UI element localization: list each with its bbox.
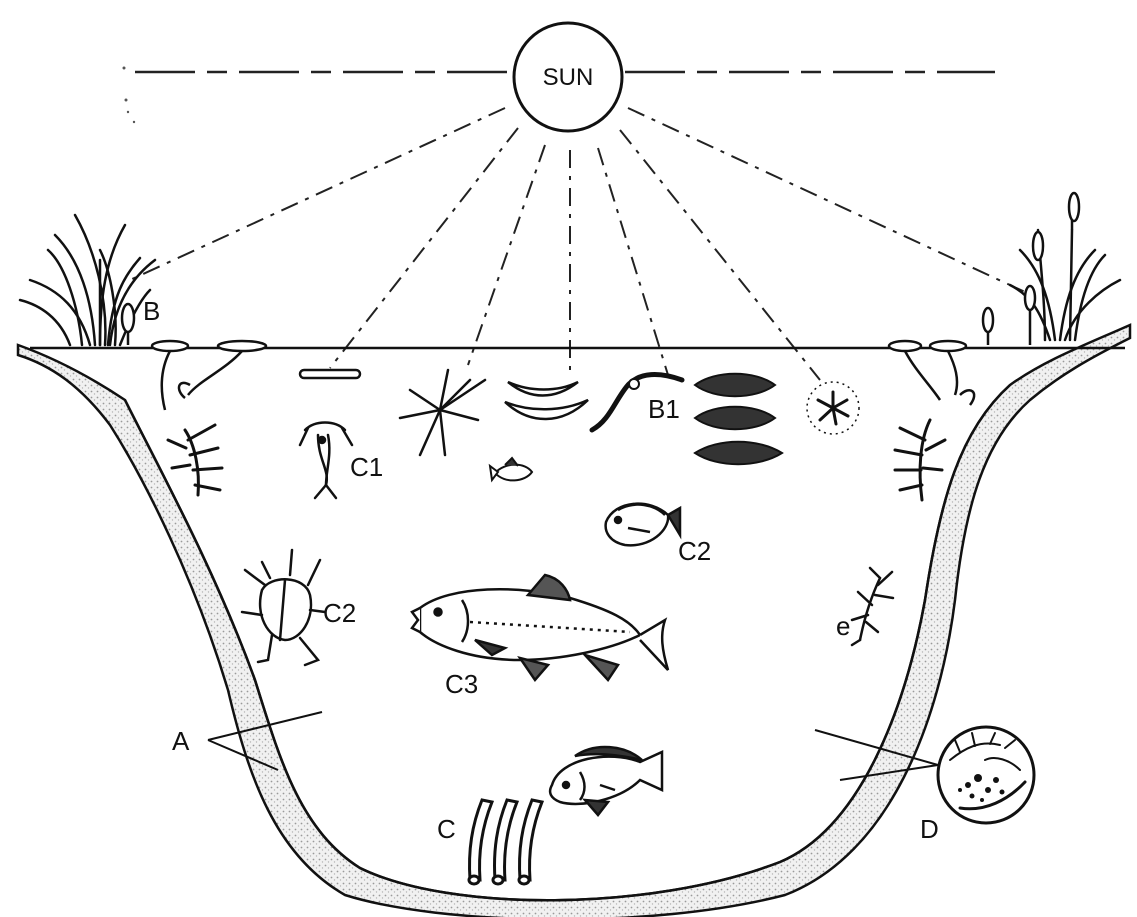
right-reeds — [1010, 230, 1120, 340]
sunfish-c2 — [606, 504, 680, 546]
right-submerged-plant — [895, 420, 945, 500]
label-c2-beetle: C2 — [323, 598, 356, 628]
filament-b1-bead — [629, 379, 639, 389]
label-b1: B1 — [648, 394, 680, 424]
label-c3: C3 — [445, 669, 478, 699]
left-submerged-plant — [168, 425, 222, 495]
spindle-diatoms — [695, 374, 782, 465]
copepod-c1 — [300, 423, 352, 499]
large-fish-c3 — [412, 575, 668, 680]
water-beetle-c2 — [242, 550, 325, 665]
label-d: D — [920, 814, 939, 844]
label-c: C — [437, 814, 456, 844]
corner-specks — [123, 67, 136, 124]
magnified-detritus-d — [938, 727, 1034, 823]
label-c1: C1 — [350, 452, 383, 482]
left-reeds — [20, 215, 155, 345]
algae-filament — [300, 370, 360, 378]
label-b: B — [143, 296, 160, 326]
bottom-larvae-c — [469, 800, 542, 884]
star-plankton — [400, 370, 485, 455]
small-fish — [490, 458, 532, 480]
label-c2-fish: C2 — [678, 536, 711, 566]
bottom-fish — [550, 747, 662, 815]
crescent-diatoms — [505, 382, 588, 419]
colonial-alga — [807, 382, 859, 434]
label-e: e — [836, 611, 850, 641]
insect-larva-e — [852, 568, 893, 645]
sun-rays — [130, 108, 1025, 380]
right-lily-pads — [889, 341, 974, 405]
left-lily-pads — [152, 341, 266, 410]
label-a: A — [172, 726, 190, 756]
sun-label: SUN — [543, 64, 594, 91]
right-cattails — [983, 193, 1079, 345]
